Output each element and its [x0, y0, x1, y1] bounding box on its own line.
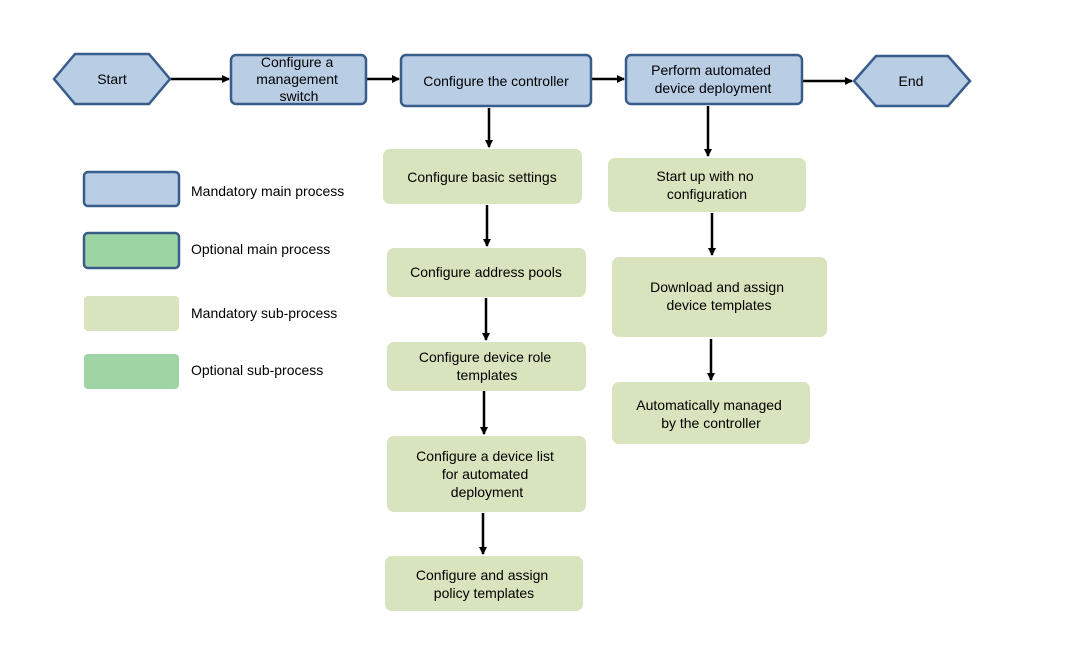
legend-optional-main-swatch: [82, 231, 181, 270]
step-policy-templates-box: [385, 556, 583, 611]
controller-box: [399, 53, 593, 108]
step-device-list-label: Configure a device list for automated de…: [416, 448, 558, 500]
step-device-role-templates-label: Configure device role templates: [419, 349, 555, 383]
end-hexagon: [852, 54, 972, 108]
step-basic-settings-box: [383, 149, 582, 204]
step-device-list-box: [387, 436, 586, 512]
legend-mandatory-main-label: Mandatory main process: [191, 183, 344, 199]
start-hexagon: [52, 52, 172, 106]
step-address-pools-label: Configure address pools: [410, 264, 562, 280]
step-start-up-box: [608, 158, 806, 212]
legend-optional-main-label: Optional main process: [191, 241, 330, 257]
end-terminal: End: [852, 54, 972, 108]
step-device-role-templates-box: [387, 342, 586, 391]
step-address-pools-box: [387, 248, 586, 297]
legend-optional-sub-label: Optional sub-process: [191, 362, 323, 378]
step-policy-templates-label: Configure and assign policy templates: [416, 567, 552, 601]
main-process-deployment: Perform automated device deployment: [624, 53, 804, 106]
management-switch-box: [229, 53, 368, 106]
step-auto-managed: Automatically managed by the controller: [612, 382, 810, 444]
legend-optional-sub-swatch: [84, 354, 179, 389]
step-start-up: Start up with no configuration: [608, 158, 806, 212]
deployment-box: [624, 53, 804, 106]
step-basic-settings-label: Configure basic settings: [407, 169, 556, 185]
step-download-templates-box: [612, 257, 827, 337]
legend-mandatory-main-swatch: [82, 170, 181, 208]
step-basic-settings: Configure basic settings: [383, 149, 582, 204]
step-auto-managed-label: Automatically managed by the controller: [636, 397, 785, 431]
main-process-management-switch: Configure a management switch: [229, 53, 368, 106]
step-device-role-templates: Configure device role templates: [387, 342, 586, 391]
legend-optional-sub: Optional sub-process: [84, 354, 323, 389]
step-auto-managed-box: [612, 382, 810, 444]
controller-label: Configure the controller: [423, 73, 569, 89]
legend-mandatory-sub: Mandatory sub-process: [84, 296, 337, 331]
legend-optional-main: Optional main process: [82, 231, 330, 270]
connectors: [170, 75, 853, 555]
start-terminal: Start: [52, 52, 172, 106]
deployment-steps: Start up with no configuration Download …: [608, 158, 827, 444]
step-start-up-label: Start up with no configuration: [656, 168, 757, 202]
controller-steps: Configure basic settings Configure addre…: [383, 149, 586, 611]
start-label: Start: [97, 71, 127, 87]
step-device-list: Configure a device list for automated de…: [387, 436, 586, 512]
step-policy-templates: Configure and assign policy templates: [385, 556, 583, 611]
legend-mandatory-main: Mandatory main process: [82, 170, 344, 208]
legend: Mandatory main process Optional main pro…: [82, 170, 344, 389]
step-download-templates: Download and assign device templates: [612, 257, 827, 337]
step-address-pools: Configure address pools: [387, 248, 586, 297]
legend-mandatory-sub-label: Mandatory sub-process: [191, 305, 337, 321]
deployment-label: Perform automated device deployment: [651, 62, 775, 96]
step-download-templates-label: Download and assign device templates: [650, 279, 788, 313]
end-label: End: [899, 73, 924, 89]
main-process-controller: Configure the controller: [399, 53, 593, 108]
legend-mandatory-sub-swatch: [84, 296, 179, 331]
management-switch-label: Configure a management switch: [256, 54, 342, 104]
